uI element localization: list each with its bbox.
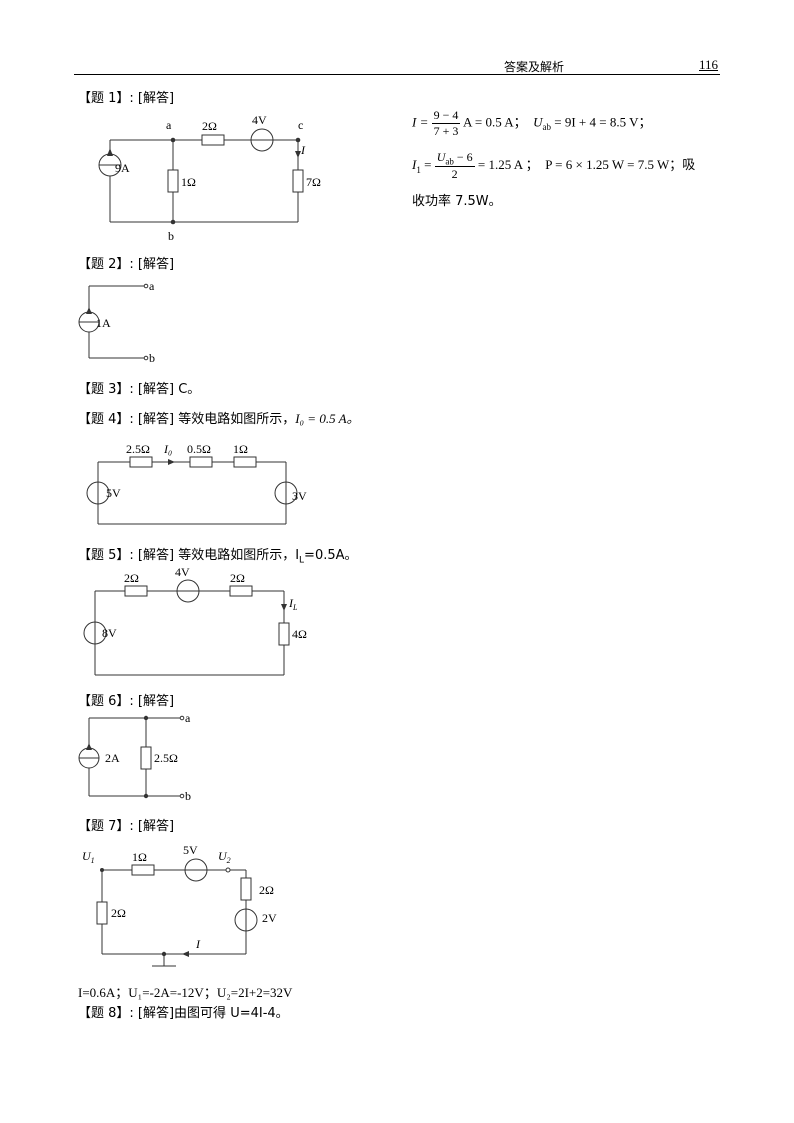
- circuit-5-diagram: 2Ω 4V 2Ω IL 4Ω 8V: [83, 565, 307, 676]
- circuit-6-diagram: 2A 2.5Ω a b: [78, 711, 191, 802]
- circuit-1-diagram: a b c 9A 1Ω 2Ω 4V 7Ω I: [98, 113, 321, 243]
- question-2-label: 【题 2】: [解答]: [78, 257, 175, 272]
- header-title: 答案及解析: [504, 60, 565, 74]
- c2-src-label: 1A: [96, 316, 111, 330]
- c6-node-a: a: [185, 711, 191, 725]
- c2-node-b: b: [149, 351, 155, 365]
- question-4-label: 【题 4】: [解答] 等效电路如图所示，I₀ = 0.5 A。: [78, 411, 360, 427]
- c5-r1-label: 2Ω: [124, 571, 139, 585]
- c4-r3-label: 1Ω: [233, 442, 248, 456]
- c7-r3-label: 2Ω: [111, 906, 126, 920]
- header-rule: [74, 74, 720, 75]
- c1-node-c: c: [298, 118, 303, 132]
- circuit-4-diagram: 2.5Ω I₀ 0.5Ω 1Ω 5V 3V: [86, 442, 307, 525]
- c7-u1-label: U1: [82, 849, 95, 865]
- c6-src-label: 2A: [105, 751, 120, 765]
- page-number: 116: [699, 57, 719, 72]
- q7-result: I=0.6A；U₁=-2A=-12V；U₂=2I+2=32V: [78, 985, 293, 1000]
- c7-cur-label: I: [195, 937, 201, 951]
- c7-r1-label: 1Ω: [132, 850, 147, 864]
- c5-vs-label: 8V: [102, 626, 117, 640]
- question-1-label: 【题 1】: [解答]: [78, 91, 175, 106]
- c4-v1-label: 5V: [106, 486, 121, 500]
- question-6-label: 【题 6】: [解答]: [78, 694, 175, 709]
- q1-solution-line3: 收功率 7.5W。: [412, 194, 502, 209]
- c7-v-label: 5V: [183, 843, 198, 857]
- c4-cur-label: I₀: [163, 442, 172, 456]
- c5-r3-label: 4Ω: [292, 627, 307, 641]
- c7-r2-label: 2Ω: [259, 883, 274, 897]
- question-5-label: 【题 5】: [解答] 等效电路如图所示，IL=0.5A。: [78, 548, 358, 566]
- c1-r1-label: 1Ω: [181, 175, 196, 189]
- c1-v-label: 4V: [252, 113, 267, 127]
- c5-cur-label: IL: [288, 596, 298, 612]
- circuit-2-diagram: 1A a b: [78, 279, 155, 365]
- c1-src-label: 9A: [115, 161, 130, 175]
- c5-v-label: 4V: [175, 565, 190, 579]
- c7-v2-label: 2V: [262, 911, 277, 925]
- c4-r2-label: 0.5Ω: [187, 442, 211, 456]
- c4-v2-label: 3V: [292, 489, 307, 503]
- question-8-label: 【题 8】: [解答]由图可得 U=4I-4。: [78, 1006, 289, 1021]
- c5-r2-label: 2Ω: [230, 571, 245, 585]
- c1-r3-label: 7Ω: [306, 175, 321, 189]
- c6-node-b: b: [185, 789, 191, 802]
- c1-node-b: b: [168, 229, 174, 243]
- c1-r2-label: 2Ω: [202, 119, 217, 133]
- question-3-label: 【题 3】: [解答] C。: [78, 382, 201, 397]
- c1-node-a: a: [166, 118, 172, 132]
- c6-r-label: 2.5Ω: [154, 751, 178, 765]
- c7-u2-label: U2: [218, 849, 231, 865]
- circuit-7-diagram: U1 1Ω 5V U2 2Ω 2V 2Ω I: [82, 843, 277, 967]
- c1-cur-label: I: [300, 143, 306, 157]
- c4-r1-label: 2.5Ω: [126, 442, 150, 456]
- c2-node-a: a: [149, 279, 155, 293]
- question-7-label: 【题 7】: [解答]: [78, 819, 175, 834]
